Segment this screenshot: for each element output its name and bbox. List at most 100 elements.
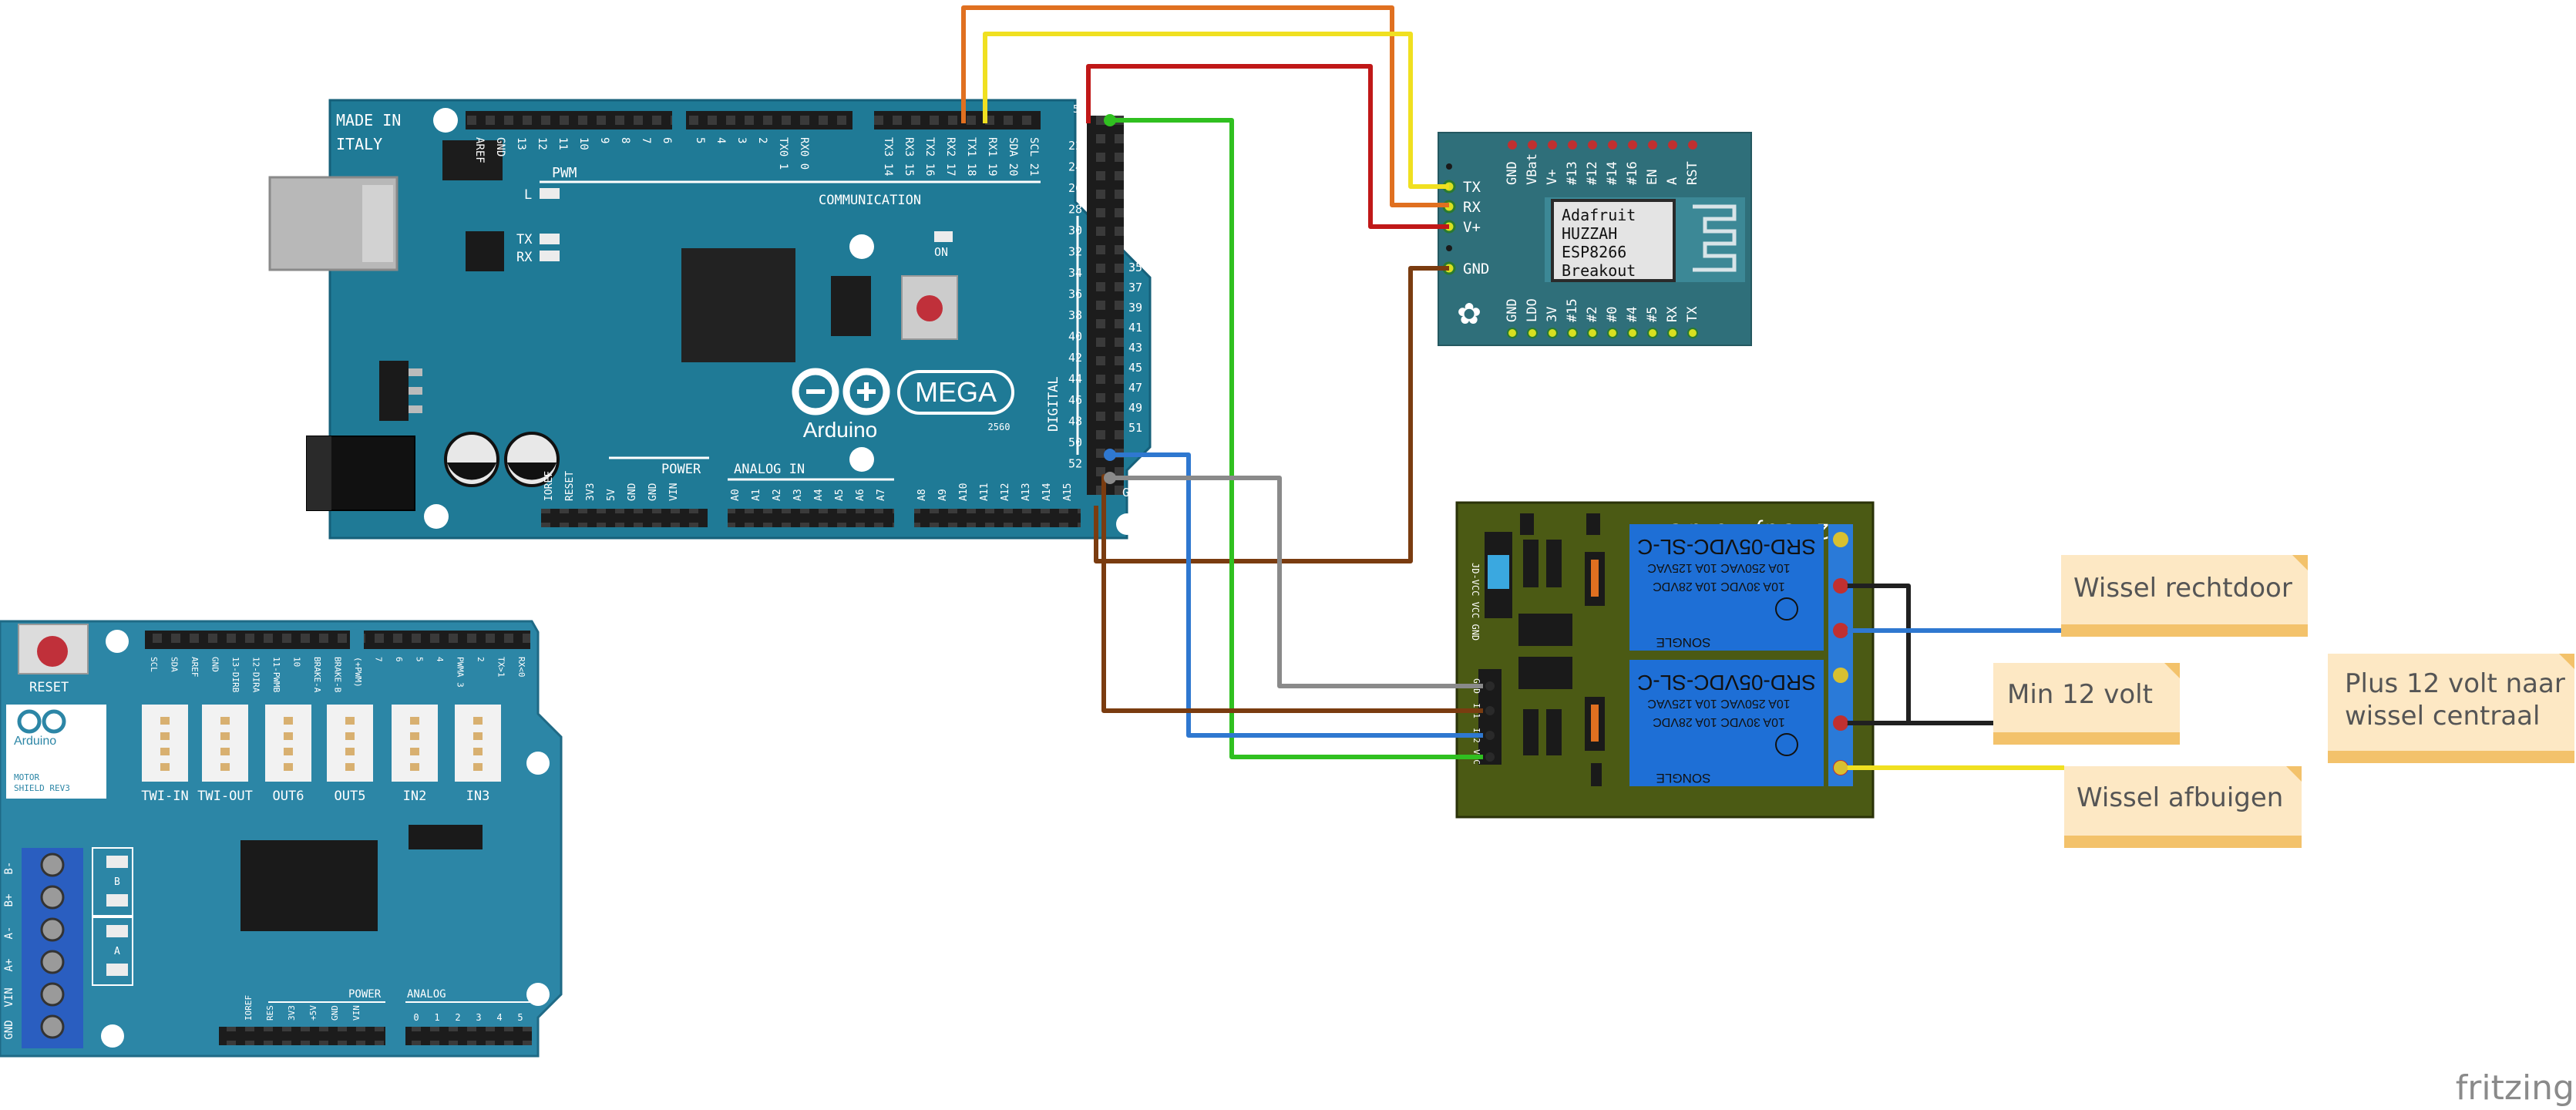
- shield-header-analog[interactable]: [405, 1027, 532, 1045]
- header-top-digital[interactable]: [686, 111, 853, 130]
- mega-bottom-pin-label: GND: [627, 483, 638, 501]
- relay-input-pin[interactable]: [1485, 706, 1495, 715]
- on-label: ON: [934, 245, 948, 259]
- shield-connector[interactable]: OUT6: [265, 705, 311, 804]
- mega-top-pin-label: 4: [715, 137, 727, 143]
- note-min-12-volt[interactable]: Min 12 volt: [1993, 663, 2180, 745]
- shield-connector[interactable]: TWI-OUT: [197, 705, 253, 804]
- wire-blue-52[interactable]: [1110, 452, 1483, 738]
- led-l: [540, 188, 560, 199]
- shield-top-pin-label: GND: [210, 657, 220, 672]
- note-edge: [1993, 732, 2180, 745]
- mega-right-pin-label: 37: [1128, 281, 1142, 294]
- esp-pin[interactable]: [1508, 140, 1517, 150]
- esp-bottom-label: TX: [1685, 306, 1700, 322]
- shield-top-pin-label: SCL: [149, 657, 159, 672]
- shield-top-pin-label: AREF: [190, 657, 200, 678]
- wire-black-min12[interactable]: [1841, 584, 1911, 725]
- arduino-mega-board[interactable]: MEGA Arduino 2560 MADE IN ITALY PWM COMM…: [268, 99, 1152, 540]
- shield-top-pin-label: 13-DIRB: [230, 657, 240, 693]
- header-bottom-analog-2[interactable]: [914, 509, 1081, 527]
- esp-pin[interactable]: [1548, 140, 1557, 150]
- esp-pin[interactable]: [1627, 328, 1638, 338]
- icsp-header-small[interactable]: [442, 140, 503, 180]
- esp-pin[interactable]: [1608, 140, 1617, 150]
- esp-pin[interactable]: [1588, 140, 1597, 150]
- note-wissel-rechtdoor[interactable]: Wissel rechtdoor: [2061, 555, 2308, 637]
- relay-input-pin[interactable]: [1485, 681, 1495, 691]
- relay-2-body[interactable]: [1629, 660, 1824, 786]
- mega-brand: Arduino: [803, 418, 878, 442]
- mega-right-pin-label: 26: [1068, 181, 1082, 195]
- relay-input-pin[interactable]: [1485, 731, 1495, 740]
- shield-reset-cap[interactable]: [37, 636, 68, 667]
- header-top-communication[interactable]: [874, 111, 1041, 130]
- shield-connector[interactable]: IN3: [455, 705, 501, 804]
- esp-pin[interactable]: [1587, 328, 1598, 338]
- header-bottom-power[interactable]: [541, 509, 708, 527]
- esp-top-label: VBat: [1525, 153, 1540, 185]
- relay-1-body[interactable]: [1629, 524, 1824, 651]
- esp-pin[interactable]: [1688, 140, 1697, 150]
- shield-analog-pin-label: 5: [517, 1012, 523, 1023]
- esp-pin[interactable]: [1527, 328, 1538, 338]
- usb-chip: [466, 231, 504, 271]
- esp-pin[interactable]: [1567, 328, 1578, 338]
- esp-pin[interactable]: [1547, 328, 1558, 338]
- shield-header-top-1[interactable]: [145, 631, 350, 649]
- icsp-header[interactable]: [831, 276, 871, 336]
- esp-pin[interactable]: [1568, 140, 1577, 150]
- esp-pin[interactable]: [1668, 140, 1677, 150]
- note-wissel-afbuigen[interactable]: Wissel afbuigen: [2064, 766, 2302, 848]
- digital-label: DIGITAL: [1046, 376, 1061, 432]
- shield-header-top-2[interactable]: [364, 631, 530, 649]
- header-bottom-analog-1[interactable]: [728, 509, 894, 527]
- shield-connector[interactable]: IN2: [392, 705, 438, 804]
- esp-pin[interactable]: [1507, 328, 1518, 338]
- shield-connector[interactable]: TWI-IN: [141, 705, 189, 804]
- relay-input-pin[interactable]: [1485, 752, 1495, 762]
- shield-connector[interactable]: OUT5: [327, 705, 373, 804]
- header-right-digital[interactable]: [1087, 116, 1124, 495]
- mounting-hole: [424, 504, 449, 529]
- header-top-pwm[interactable]: [466, 111, 672, 130]
- shield-header-power[interactable]: [219, 1027, 385, 1045]
- wire-brown-gnd-relay[interactable]: [1101, 474, 1483, 713]
- mega-right-pin-label: 48: [1068, 415, 1082, 429]
- mega-right-pin-label: 49: [1128, 401, 1142, 415]
- note-edge: [2328, 751, 2574, 763]
- esp-pin[interactable]: [1528, 140, 1537, 150]
- mega-right-pin-label: 32: [1068, 245, 1082, 259]
- mega-top-pin-label: 9: [598, 137, 610, 143]
- esp-pin[interactable]: [1687, 328, 1698, 338]
- reset-button[interactable]: [901, 275, 958, 340]
- wire-red-5v[interactable]: [1086, 64, 1449, 229]
- wire-green-5v-relay[interactable]: [1110, 118, 1483, 759]
- wire-gray-in1[interactable]: [1110, 476, 1483, 688]
- wire-orange-tx[interactable]: [961, 5, 1449, 207]
- mega-badge: [897, 370, 1014, 415]
- shield-analog-pin-label: 3: [476, 1012, 481, 1023]
- mega-bottom-pin-label: 5V: [606, 489, 617, 501]
- mega-bottom-pin-label: A7: [876, 489, 887, 501]
- mega-right-pin-label: 39: [1128, 301, 1142, 314]
- wire-brown-gnd-esp[interactable]: [1094, 266, 1449, 563]
- note-plus-12-volt[interactable]: Plus 12 volt naar wissel centraal: [2328, 654, 2574, 763]
- connector-pin: [284, 763, 293, 771]
- esp-pin[interactable]: [1667, 328, 1678, 338]
- esp-pin[interactable]: [1648, 140, 1657, 150]
- esp-pin[interactable]: [1647, 328, 1658, 338]
- esp-pin[interactable]: [1607, 328, 1618, 338]
- relay-terminal-strip[interactable]: [1828, 524, 1853, 786]
- wire-yellow-rx[interactable]: [983, 32, 1449, 189]
- adafruit-star-icon: ✿: [1457, 297, 1481, 331]
- esp-pin[interactable]: [1628, 140, 1637, 150]
- shield-power-pin-label: IOREF: [244, 995, 254, 1021]
- capacitor-mark: [507, 462, 557, 480]
- esp-bottom-label: RX: [1665, 306, 1680, 322]
- reset-button-cap[interactable]: [916, 295, 943, 321]
- esp-top-label: #16: [1625, 161, 1640, 185]
